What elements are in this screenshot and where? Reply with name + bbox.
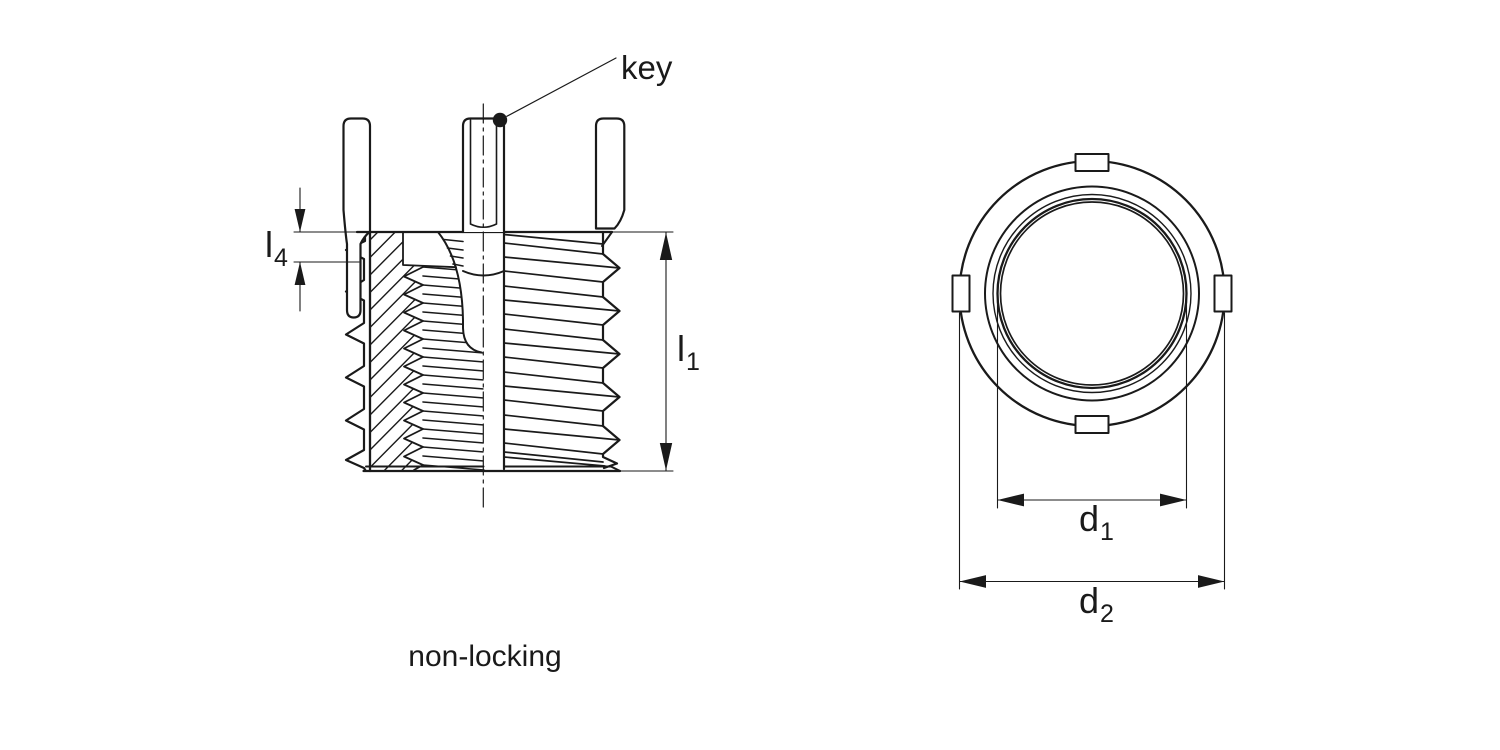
internal-thread-flanks xyxy=(422,266,485,471)
keyway-mask xyxy=(438,232,504,469)
top-right-corner-bevel xyxy=(601,231,613,247)
external-thread-right-profile xyxy=(601,230,621,470)
d2-label-base: d xyxy=(1079,580,1099,621)
internal-thread-profile xyxy=(403,266,424,471)
l1-arrow-bottom xyxy=(659,443,673,471)
key-tab-top xyxy=(1074,153,1110,172)
key-label: key xyxy=(621,49,673,86)
l4-dimension xyxy=(293,187,360,312)
l4-extension-lines xyxy=(293,231,360,263)
right-key xyxy=(594,117,626,230)
outer-diameter-circle xyxy=(958,159,1226,428)
key-tab-bottom xyxy=(1074,415,1110,434)
l4-label: l 4 xyxy=(265,224,288,272)
bore-chamfer-circle xyxy=(992,193,1192,394)
l4-arrow-top xyxy=(294,209,306,232)
d2-label-sub: 2 xyxy=(1100,600,1114,628)
d2-label: d 2 xyxy=(1079,580,1114,628)
l1-dimension xyxy=(611,231,674,472)
l4-label-sub: 4 xyxy=(274,244,288,272)
l4-label-base: l xyxy=(265,224,273,265)
side-view xyxy=(293,57,674,508)
l4-arrow-bottom xyxy=(294,262,306,285)
d1-arrow-left xyxy=(997,493,1024,507)
d2-arrow-left xyxy=(959,575,986,588)
key-callout-dot xyxy=(492,112,508,128)
d1-dimension xyxy=(996,292,1188,509)
key-tab-right xyxy=(1213,274,1233,313)
thread-minor-circle xyxy=(999,201,1185,386)
recess-edges xyxy=(402,231,457,269)
flange-inner-circle xyxy=(984,185,1200,402)
key-callout-leader xyxy=(506,57,617,117)
d1-label-base: d xyxy=(1079,498,1099,539)
recess-mask xyxy=(403,232,456,267)
caption-non-locking: non-locking xyxy=(408,640,561,673)
d2-arrow-right xyxy=(1198,575,1225,588)
l1-extension-lines xyxy=(611,231,674,472)
external-thread-left xyxy=(344,230,367,472)
l1-label-sub: 1 xyxy=(686,348,700,376)
key-tabs xyxy=(951,153,1233,434)
key-tab-left xyxy=(951,274,971,313)
left-key xyxy=(342,117,372,319)
l1-label: l 1 xyxy=(677,328,700,376)
thread-major-circle xyxy=(996,197,1188,390)
top-view xyxy=(951,153,1233,590)
keyway-thread-lines xyxy=(443,238,464,267)
d2-dimension xyxy=(958,312,1226,590)
l1-label-base: l xyxy=(677,328,685,369)
d1-extension-lines xyxy=(996,292,1188,509)
d2-extension-lines xyxy=(958,312,1226,590)
d1-label-sub: 1 xyxy=(1100,518,1114,546)
section-hatching xyxy=(370,232,423,471)
d1-arrow-right xyxy=(1160,493,1187,507)
l1-arrow-top xyxy=(659,232,673,260)
keyway-curve xyxy=(437,231,483,354)
d1-label: d 1 xyxy=(1079,498,1114,546)
external-thread-right-flanks xyxy=(503,233,621,467)
